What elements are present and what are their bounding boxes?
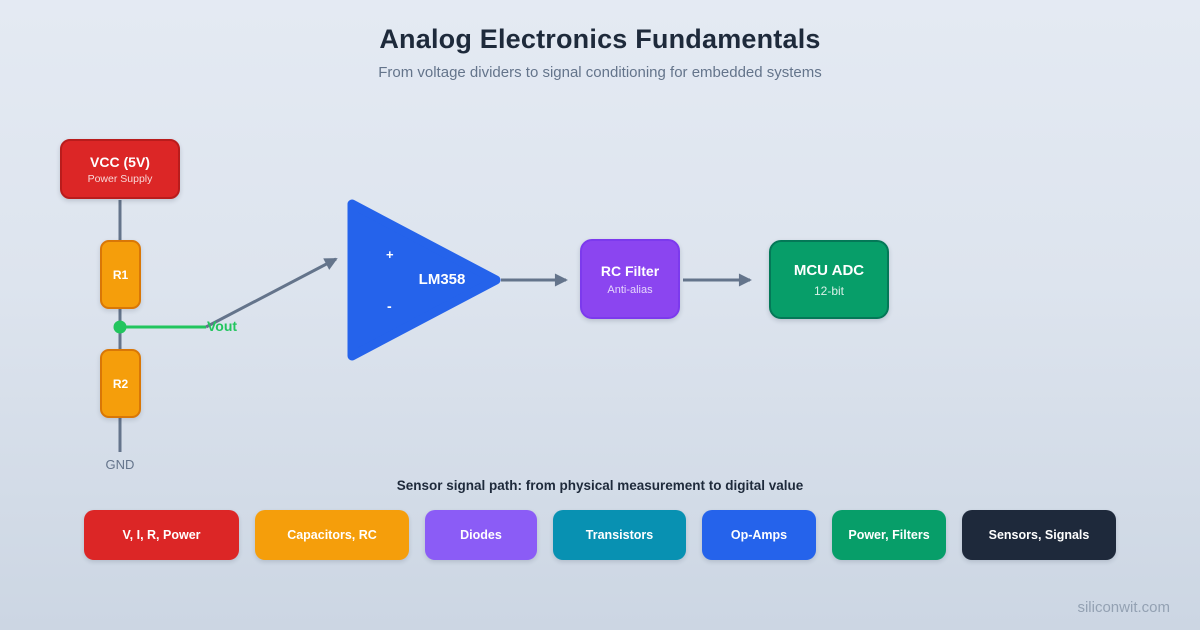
opamp-triangle — [347, 199, 501, 361]
topic-chip-power-filters: Power, Filters — [832, 510, 946, 560]
page-subtitle: From voltage dividers to signal conditio… — [378, 64, 822, 81]
mcu-adc-subtitle: 12-bit — [813, 283, 845, 298]
r1-label: R1 — [112, 267, 129, 282]
topic-chip-capacitors-rc: Capacitors, RC — [255, 510, 409, 560]
wire-vout-opamp — [205, 257, 338, 329]
topic-chip-row: V, I, R, Power Capacitors, RC Diodes Tra… — [0, 510, 1200, 560]
node-mcu-adc: MCU ADC 12-bit — [769, 240, 889, 319]
rc-filter-title: RC Filter — [600, 262, 660, 279]
r2-label: R2 — [112, 376, 129, 391]
topic-chip-op-amps: Op-Amps — [702, 510, 816, 560]
vcc-title: VCC (5V) — [90, 153, 150, 170]
rc-filter-subtitle: Anti-alias — [607, 283, 653, 296]
node-vcc: VCC (5V) Power Supply — [60, 139, 180, 199]
topic-chip-vir-power: V, I, R, Power — [84, 510, 239, 560]
opamp-plus-input: + — [386, 247, 394, 262]
gnd-label: GND — [105, 457, 135, 472]
watermark: siliconwit.com — [1077, 599, 1170, 616]
topic-chip-transistors: Transistors — [553, 510, 686, 560]
vcc-subtitle: Power Supply — [87, 172, 153, 185]
opamp-label: LM358 — [418, 271, 466, 288]
topic-chip-sensors-signals: Sensors, Signals — [962, 510, 1116, 560]
opamp-minus-input: - — [387, 298, 392, 314]
page-title: Analog Electronics Fundamentals — [379, 24, 821, 54]
junction-dot — [113, 320, 127, 334]
node-r1: R1 — [100, 240, 141, 309]
node-rc-filter: RC Filter Anti-alias — [580, 239, 680, 319]
mcu-adc-title: MCU ADC — [793, 261, 865, 279]
node-r2: R2 — [100, 349, 141, 418]
topic-chip-diodes: Diodes — [425, 510, 537, 560]
signal-path-caption: Sensor signal path: from physical measur… — [396, 478, 804, 493]
vout-label: Vout — [207, 318, 238, 334]
